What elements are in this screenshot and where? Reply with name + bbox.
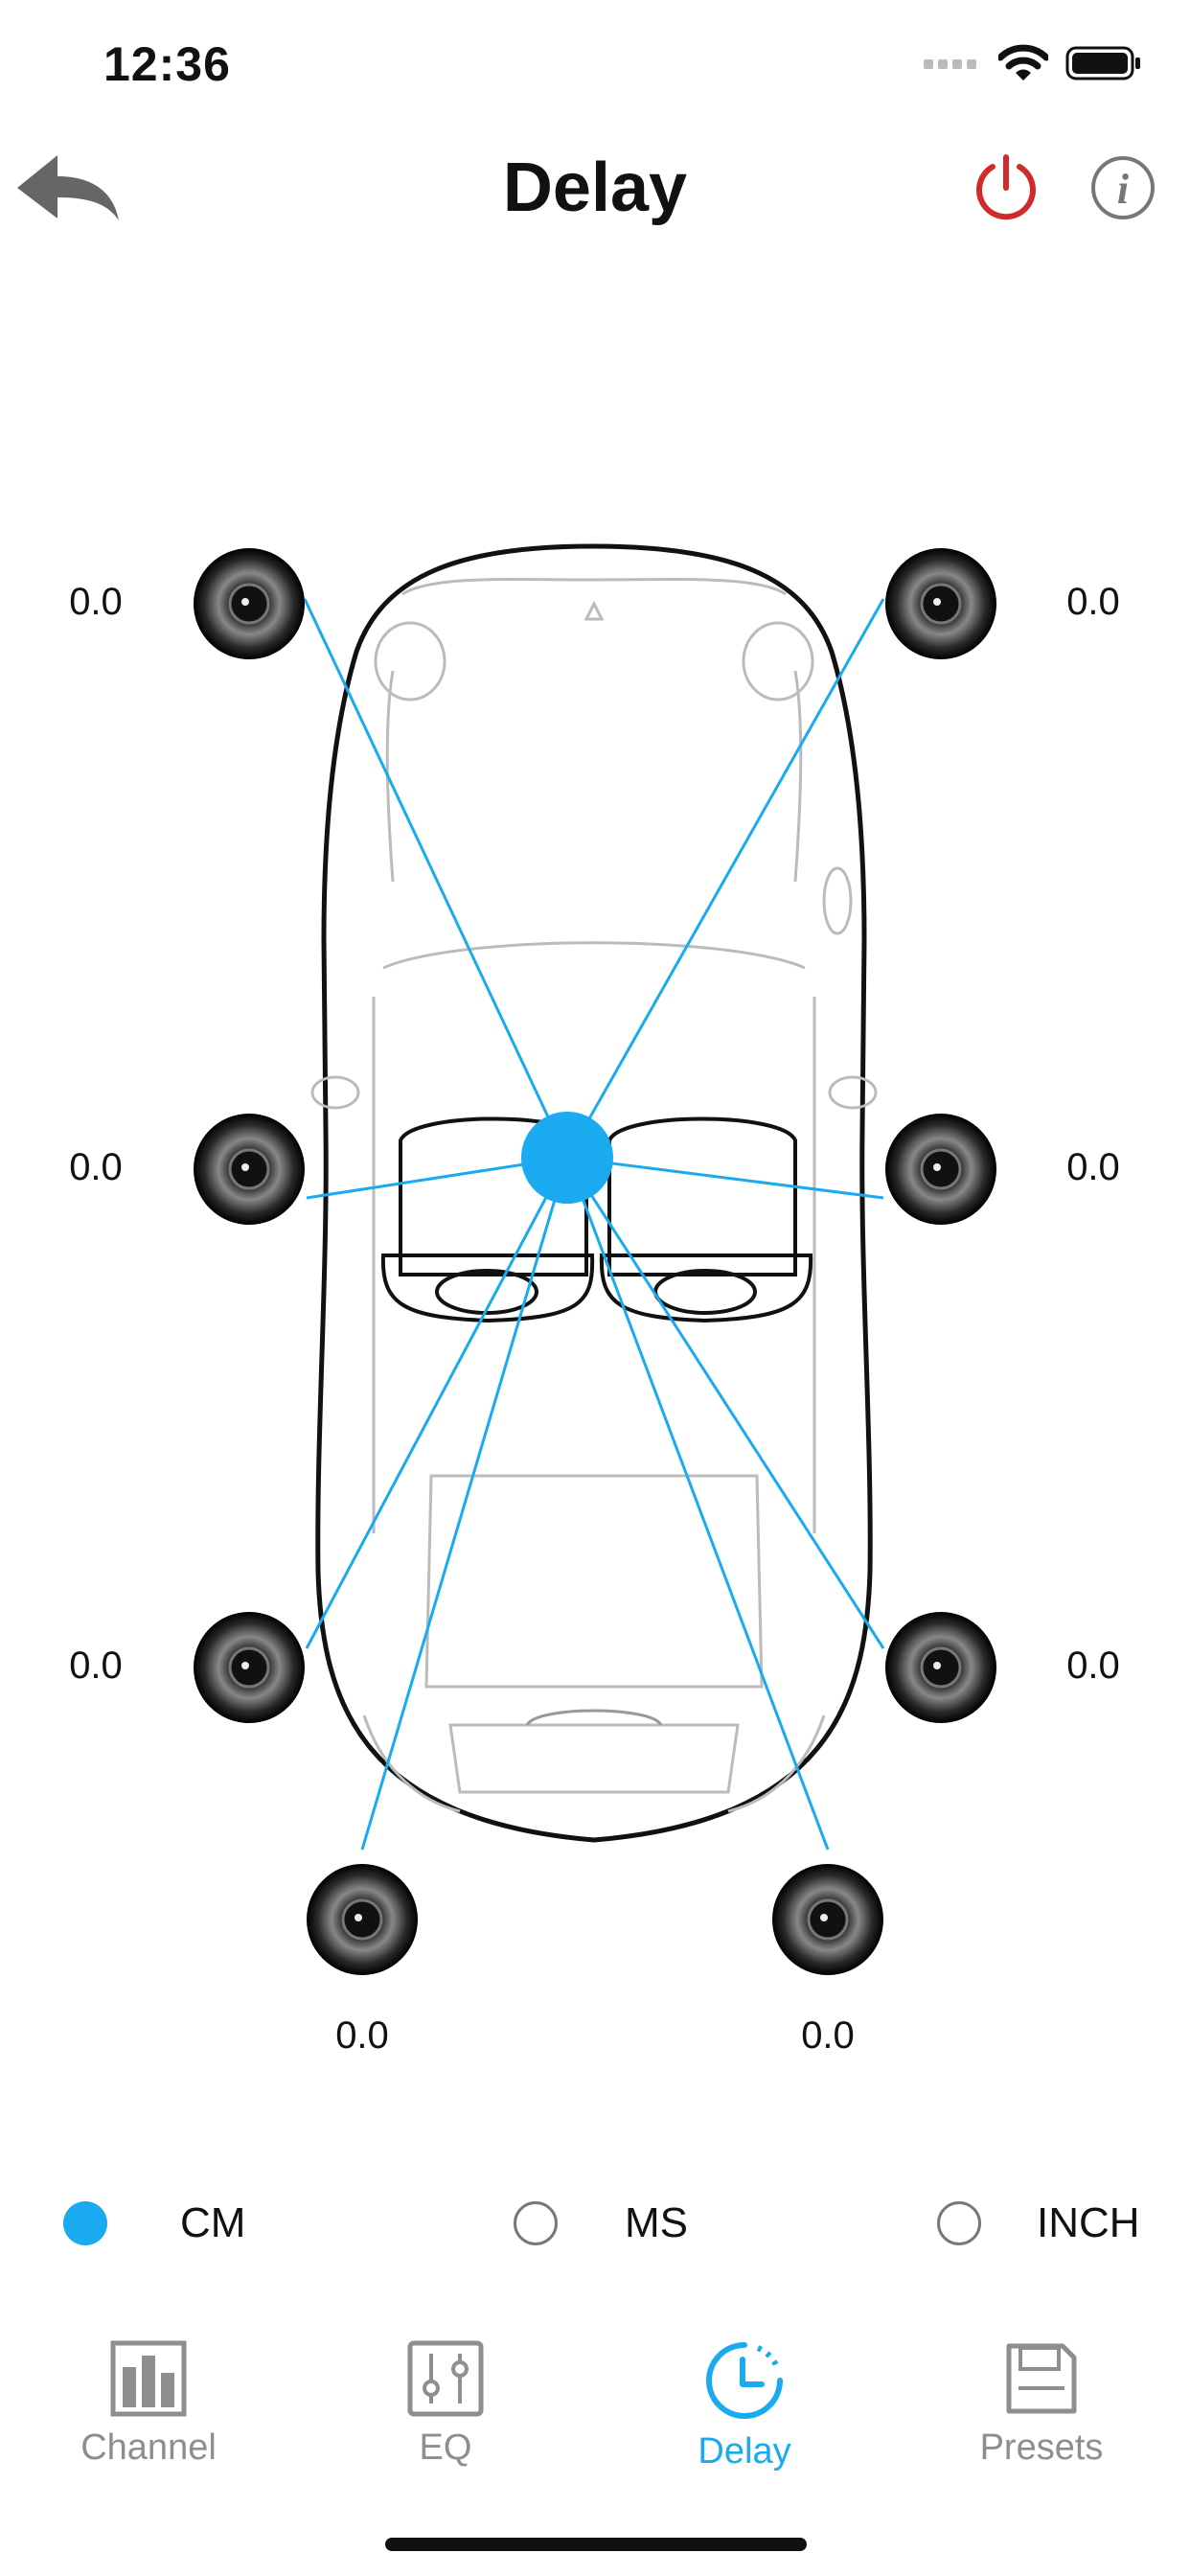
speaker-icon [772,1864,883,1975]
delay-value-sub-left: 0.0 [335,2014,389,2057]
radio-selected-icon [63,2201,107,2245]
unit-label: MS [625,2199,688,2246]
page-title: Delay [502,150,688,226]
delay-value-front-left: 0.0 [69,581,123,623]
tab-channel[interactable]: Channel [29,2340,268,2469]
speaker-icon [194,548,305,659]
bar-chart-icon [110,2340,187,2417]
speaker-front-left[interactable] [192,546,307,666]
save-icon [1006,2343,1077,2414]
delay-value-mid-right: 0.0 [1066,1146,1120,1188]
speaker-icon [194,1114,305,1225]
speaker-sub-right[interactable] [770,1862,885,1982]
svg-text:i: i [1117,166,1130,213]
delay-value-rear-right: 0.0 [1066,1644,1120,1687]
unit-label: INCH [1037,2199,1140,2246]
listener-position[interactable] [521,1112,613,1204]
equalizer-sliders-icon [407,2340,484,2417]
power-button[interactable] [973,153,1039,227]
status-time: 12:36 [103,37,231,91]
delay-value-mid-left: 0.0 [69,1146,123,1188]
speaker-icon [307,1864,418,1975]
delay-value-rear-left: 0.0 [69,1644,123,1687]
speaker-front-right[interactable] [883,546,998,666]
battery-icon [1065,46,1140,80]
radio-unselected-icon [937,2201,981,2245]
back-button[interactable] [13,151,121,229]
speaker-icon [885,548,996,659]
speaker-icon [194,1612,305,1723]
clock-icon [706,2342,783,2419]
tab-delay[interactable]: Delay [625,2340,864,2472]
tab-label: EQ [419,2427,472,2468]
speaker-sub-left[interactable] [305,1862,420,1982]
unit-option-cm[interactable]: CM [63,2199,245,2247]
wifi-icon [998,44,1048,80]
speaker-mid-left[interactable] [192,1112,307,1231]
info-icon: i [1091,156,1155,219]
tab-eq[interactable]: EQ [326,2340,565,2469]
unit-option-inch[interactable]: INCH [937,2199,1140,2247]
delay-value-sub-right: 0.0 [801,2014,855,2057]
speaker-mid-right[interactable] [883,1112,998,1231]
speaker-rear-left[interactable] [192,1610,307,1730]
radio-unselected-icon [514,2201,558,2245]
delay-lines [303,598,885,1851]
info-button[interactable]: i [1090,155,1156,225]
speaker-icon [885,1114,996,1225]
delay-value-front-right: 0.0 [1066,581,1120,623]
car-diagram [303,543,885,1851]
speaker-icon [885,1612,996,1723]
signal-icon [924,59,976,69]
unit-option-ms[interactable]: MS [514,2199,688,2247]
tab-label: Channel [80,2427,217,2468]
tab-label: Delay [698,2431,791,2472]
home-indicator [385,2538,807,2551]
power-icon [976,154,1036,220]
unit-label: CM [180,2199,246,2246]
tab-presets[interactable]: Presets [922,2340,1161,2469]
back-arrow-icon [17,155,119,220]
speaker-rear-right[interactable] [883,1610,998,1730]
tab-label: Presets [979,2427,1104,2468]
car-body-outline [315,543,873,1843]
status-icons [924,44,1142,82]
